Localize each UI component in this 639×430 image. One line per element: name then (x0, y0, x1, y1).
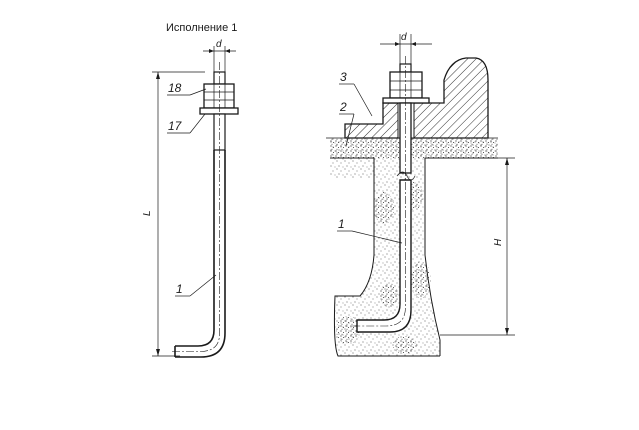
right-dim-d: d (380, 32, 432, 66)
bolt-shank-inner (175, 150, 226, 358)
callout-17: 17 (167, 113, 206, 134)
callout-1-left: 1 (175, 274, 217, 297)
callout-1-right: 1 (337, 217, 403, 244)
grout-layer-2 (330, 138, 498, 158)
base-plate-3 (344, 57, 489, 139)
washer-17 (199, 107, 239, 115)
variant-title: Исполнение 1 (166, 22, 237, 34)
foundation-concrete (330, 138, 498, 356)
callout-18: 18 (167, 81, 207, 96)
left-dim-L-label: L (142, 210, 153, 216)
bolt-shank-outer (175, 150, 215, 347)
bolt-axis (170, 62, 220, 352)
left-bolt-view: d L (142, 39, 239, 358)
left-dim-d: d (203, 39, 236, 72)
left-dim-L: L (142, 71, 205, 357)
callout-3: 3 (339, 70, 373, 117)
callout-18-label: 18 (168, 81, 182, 95)
callout-17-label: 17 (168, 119, 183, 133)
left-dim-d-label: d (216, 39, 222, 50)
nut-18 (203, 83, 235, 109)
callout-2-label: 2 (339, 100, 347, 114)
callout-3-label: 3 (340, 70, 347, 84)
callout-2: 2 (339, 100, 355, 147)
right-bolt-axis (352, 56, 406, 327)
callout-1-left-label: 1 (176, 282, 183, 296)
right-bolt-shank (356, 179, 412, 333)
right-dim-H: H (440, 157, 515, 336)
right-nut (389, 71, 423, 99)
right-installed-view: d H 3 (326, 32, 515, 357)
callout-1-right-label: 1 (338, 217, 345, 231)
right-washer (382, 97, 430, 104)
right-dim-H-label: H (493, 238, 504, 246)
right-dim-d-label: d (401, 32, 407, 43)
